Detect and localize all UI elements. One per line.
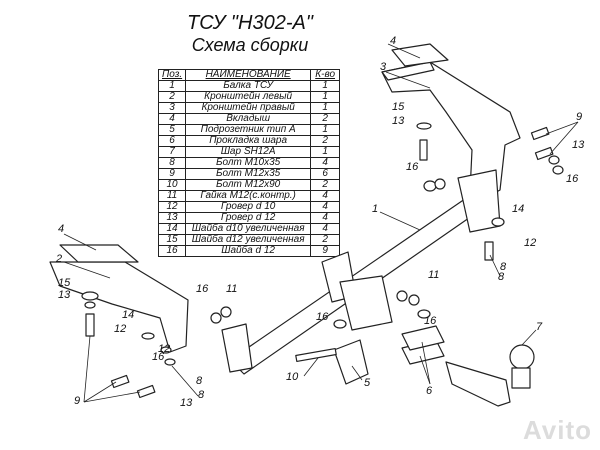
callout-12: 12 (524, 237, 536, 249)
cell-name: Шайба d 12 (185, 245, 312, 257)
callout-14: 14 (512, 203, 524, 215)
callout-8: 8 (196, 375, 203, 387)
product-title: ТСУ "Н302-А" (187, 12, 313, 34)
callout-11: 11 (226, 283, 237, 295)
tow-ball (445, 344, 535, 407)
callout-labels: 1234456788991011111212131313131414151516… (55, 35, 585, 409)
assembly-subtitle: Схема сборки (191, 35, 309, 55)
callout-16: 16 (316, 311, 329, 323)
callout-14: 14 (122, 309, 134, 321)
callout-12: 12 (158, 343, 170, 355)
callout-16: 16 (196, 283, 209, 295)
callout-16: 16 (424, 315, 437, 327)
leader-lines (63, 43, 579, 403)
watermark: Avito (522, 415, 592, 445)
callout-9: 9 (576, 111, 582, 123)
callout-8: 8 (198, 389, 205, 401)
table-header-row: Поз. НАИМЕНОВАНИЕ К-во (157, 69, 341, 81)
callout-11: 11 (428, 269, 439, 281)
callout-13: 13 (180, 397, 193, 409)
callout-8: 8 (500, 261, 507, 273)
callout-16: 16 (566, 173, 579, 185)
cell-pos: 4 (157, 113, 187, 125)
socket-plate (333, 339, 369, 385)
callout-4: 4 (390, 35, 396, 47)
callout-9: 9 (74, 395, 80, 407)
callout-13: 13 (572, 139, 585, 151)
callout-15: 15 (58, 277, 71, 289)
callout-16: 16 (406, 161, 419, 173)
callout-15: 15 (392, 101, 405, 113)
callout-13: 13 (392, 115, 405, 127)
callout-10: 10 (286, 371, 299, 383)
ball-shim-b (401, 325, 445, 351)
tow-beam (221, 169, 501, 375)
left-bracket (49, 244, 189, 353)
drawing-title: ТСУ "Н302-А" Схема сборки (150, 12, 350, 56)
cell-pos: 7 (157, 146, 187, 158)
callout-3: 3 (380, 61, 387, 73)
callout-16: 16 (152, 351, 165, 363)
callout-13: 13 (58, 289, 71, 301)
callout-8: 8 (498, 271, 505, 283)
fasteners (81, 122, 564, 399)
callout-7: 7 (536, 321, 543, 333)
callout-4: 4 (58, 223, 64, 235)
cell-qty: 9 (310, 245, 341, 257)
callout-1: 1 (372, 203, 378, 215)
callout-12: 12 (114, 323, 126, 335)
callout-6: 6 (426, 385, 433, 397)
callout-2: 2 (55, 253, 62, 265)
cell-pos: 3 (157, 102, 187, 114)
cell-pos: 16 (157, 245, 187, 257)
callout-5: 5 (364, 377, 371, 389)
